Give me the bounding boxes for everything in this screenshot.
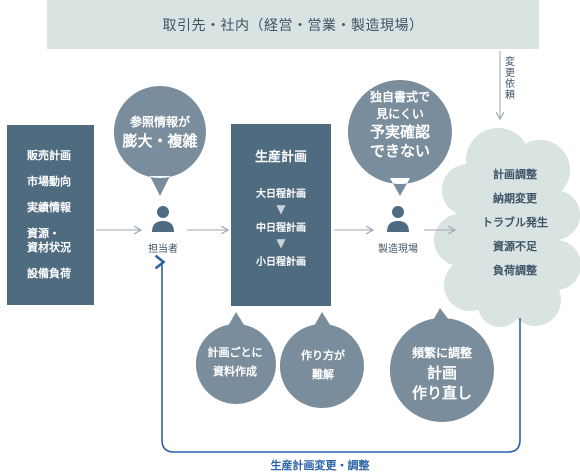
production-plan-title: 生産計画 — [254, 150, 307, 165]
stakeholders-bar: 取引先・社内（経営・営業・製造現場） — [47, 0, 539, 49]
bubble-info-text: 参照情報が 膨大・複雑 — [106, 113, 214, 151]
plan-step: 大日程計画 — [256, 189, 306, 200]
bubble-format-shape — [347, 80, 452, 196]
person-factory-icon — [387, 206, 409, 232]
issue-item: 計画調整 — [493, 168, 537, 181]
issue-item: 納期変更 — [493, 192, 537, 205]
issues-cloud — [434, 128, 580, 327]
bubble-format-line3: 予実確認 — [369, 123, 430, 141]
bubble-docs-text: 計画ごとに 資料作成 — [189, 343, 281, 381]
info-item: 設備負荷 — [27, 267, 71, 280]
bubble-info-line2: 膨大・複雑 — [122, 132, 198, 150]
bubble-redo-shape — [389, 308, 494, 422]
info-item: 市場動向 — [27, 175, 71, 188]
feedback-loop-arrow — [154, 254, 521, 453]
plan-step: 中日程計画 — [256, 223, 306, 234]
bubble-format-line2: 見にくい — [376, 107, 424, 121]
bubble-docs-line1: 計画ごとに — [207, 346, 263, 359]
info-item: 資源・ — [27, 227, 60, 240]
bubble-difficult-line1: 作り方が — [301, 349, 345, 362]
issues-list: 計画調整 納期変更 トラブル発生 資源不足 負荷調整 — [455, 163, 575, 283]
bubble-docs-shape — [195, 312, 276, 404]
person-planner-label: 担当者 — [148, 244, 178, 255]
bubble-redo-line2: 計画 — [426, 364, 457, 382]
bubble-redo-line1: 頻繁に調整 — [411, 346, 472, 360]
bubble-info-line1: 参照情報が — [129, 115, 190, 129]
info-item: 実績情報 — [27, 201, 71, 214]
plan-step: 小日程計画 — [256, 257, 306, 268]
source-information-box: 販売計画 市場動向 実績情報 資源・ 資材状況 設備負荷 — [7, 125, 94, 305]
person-planner-icon — [152, 206, 174, 232]
bubble-format-line4: できない — [369, 142, 430, 160]
bubble-difficult-line2: 難解 — [312, 368, 334, 381]
bubble-format-line1: 独自書式で — [369, 90, 430, 104]
bubble-difficult-shape — [279, 312, 364, 408]
info-item: 販売計画 — [27, 149, 71, 162]
bubble-difficult-text: 作り方が 難解 — [280, 346, 366, 384]
bubble-format-text: 独自書式で 見にくい 予実確認 できない — [342, 89, 458, 161]
bubble-redo-line3: 作り直し — [411, 384, 472, 402]
change-request-label: 変更依頼 — [505, 57, 515, 101]
bubble-redo-text: 頻繁に調整 計画 作り直し — [387, 344, 497, 403]
down-arrow-icon: ▼ — [276, 202, 286, 216]
bubble-docs-line2: 資料作成 — [213, 365, 257, 378]
stakeholders-label: 取引先・社内（経営・営業・製造現場） — [162, 17, 424, 34]
issue-item: 資源不足 — [493, 240, 537, 253]
feedback-loop-label: 生産計画変更・調整 — [270, 459, 370, 472]
issue-item: 負荷調整 — [493, 264, 537, 277]
issue-item: トラブル発生 — [482, 216, 548, 229]
info-item: 資材状況 — [27, 241, 71, 254]
production-plan-box: 生産計画 大日程計画 ▼ 中日程計画 ▼ 小日程計画 — [231, 124, 331, 306]
down-arrow-icon: ▼ — [276, 236, 286, 250]
person-factory-label: 製造現場 — [378, 244, 418, 255]
bubble-info-shape — [113, 86, 206, 196]
